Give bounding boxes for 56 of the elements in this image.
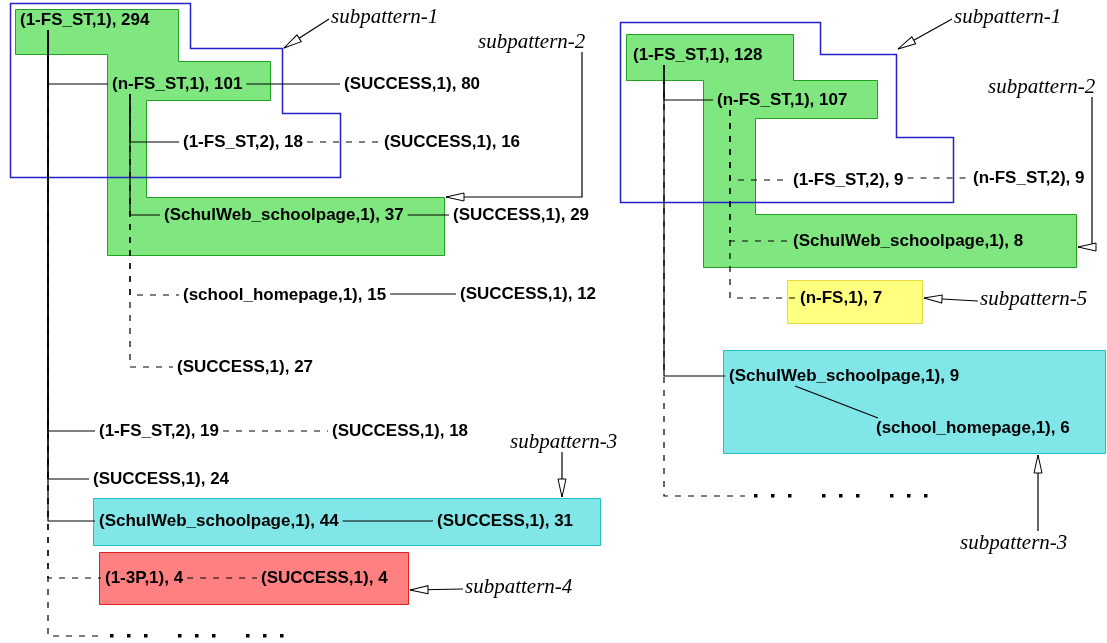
tree-branch-line bbox=[663, 64, 746, 497]
tree-branch-line bbox=[407, 214, 450, 216]
callout-arrow bbox=[409, 585, 464, 595]
pattern-node-label: (SchulWeb_schoolpage,1), 44 bbox=[95, 511, 343, 531]
tree-branch-line bbox=[389, 293, 457, 295]
pattern-node-label: (SchulWeb_schoolpage,1), 9 bbox=[725, 366, 964, 386]
subpattern-label: subpattern-5 bbox=[980, 287, 1088, 309]
pattern-node-label: (SUCCESS,1), 29 bbox=[449, 205, 594, 225]
subpattern-label: subpattern-3 bbox=[510, 430, 618, 452]
callout-arrow bbox=[897, 18, 953, 50]
subpattern-label: subpattern-1 bbox=[331, 5, 439, 27]
pattern-node-label: (school_homepage,1), 6 bbox=[872, 418, 1074, 438]
callout-arrow bbox=[283, 18, 330, 49]
pattern-node-label: (SUCCESS,1), 12 bbox=[456, 284, 601, 304]
highlight-region bbox=[787, 280, 922, 323]
pattern-node-label: (SUCCESS,1), 31 bbox=[433, 511, 578, 531]
pattern-node-label: (SUCCESS,1), 24 bbox=[89, 469, 234, 489]
highlight-region bbox=[93, 498, 600, 545]
pattern-node-label: (1-3P,1), 4 bbox=[101, 568, 188, 588]
callout-arrow bbox=[557, 451, 567, 498]
callout-arrow bbox=[923, 294, 979, 304]
subpattern-label: subpattern-2 bbox=[988, 75, 1096, 97]
pattern-node-label: (1-FS_ST,1), 128 bbox=[629, 45, 767, 65]
highlight-region bbox=[723, 350, 1105, 453]
tree-branch-line bbox=[245, 83, 341, 85]
pattern-node-label: (1-FS_ST,1), 294 bbox=[16, 10, 154, 30]
tree-branch-line bbox=[306, 141, 381, 143]
tree-branch-line bbox=[342, 520, 434, 522]
pattern-node-label: (1-FS_ST,2), 19 bbox=[95, 421, 223, 441]
tree-branch-line bbox=[729, 109, 797, 299]
pattern-node-label: (1-FS_ST,2), 18 bbox=[179, 132, 307, 152]
tree-branch-line bbox=[794, 385, 879, 419]
pattern-node-label: (SUCCESS,1), 27 bbox=[173, 357, 318, 377]
pattern-node-label: (SUCCESS,1), 80 bbox=[340, 74, 485, 94]
pattern-node-label: (SUCCESS,1), 4 bbox=[257, 568, 392, 588]
tree-branch-line bbox=[129, 93, 174, 368]
callout-arrow bbox=[1033, 454, 1043, 532]
callout-arrow bbox=[1077, 96, 1097, 252]
pattern-node-label: (n-FS_ST,2), 9 bbox=[969, 168, 1089, 188]
tree-branch-line bbox=[186, 577, 258, 579]
pattern-node-label: (SchulWeb_schoolpage,1), 37 bbox=[160, 205, 408, 225]
pattern-node-label: (n-FS_ST,1), 101 bbox=[108, 74, 247, 94]
highlight-region bbox=[99, 552, 408, 604]
outline-region bbox=[620, 22, 953, 202]
pattern-node-label: (SUCCESS,1), 18 bbox=[328, 421, 473, 441]
pattern-node-label: (1-FS_ST,2), 9 bbox=[789, 170, 908, 190]
tree-branch-line bbox=[222, 430, 329, 432]
subpattern-label: subpattern-1 bbox=[954, 5, 1062, 27]
pattern-node-label: (SUCCESS,1), 16 bbox=[380, 132, 525, 152]
callout-arrow bbox=[445, 51, 583, 202]
subpattern-label: subpattern-3 bbox=[960, 531, 1068, 553]
subpattern-label: subpattern-4 bbox=[465, 575, 573, 597]
subpattern-label: subpattern-2 bbox=[478, 30, 586, 52]
pattern-node-label: (SchulWeb_schoolpage,1), 8 bbox=[789, 231, 1028, 251]
pattern-node-label: (school_homepage,1), 15 bbox=[179, 285, 391, 305]
pattern-node-label: (n-FS_ST,1), 107 bbox=[713, 90, 852, 110]
